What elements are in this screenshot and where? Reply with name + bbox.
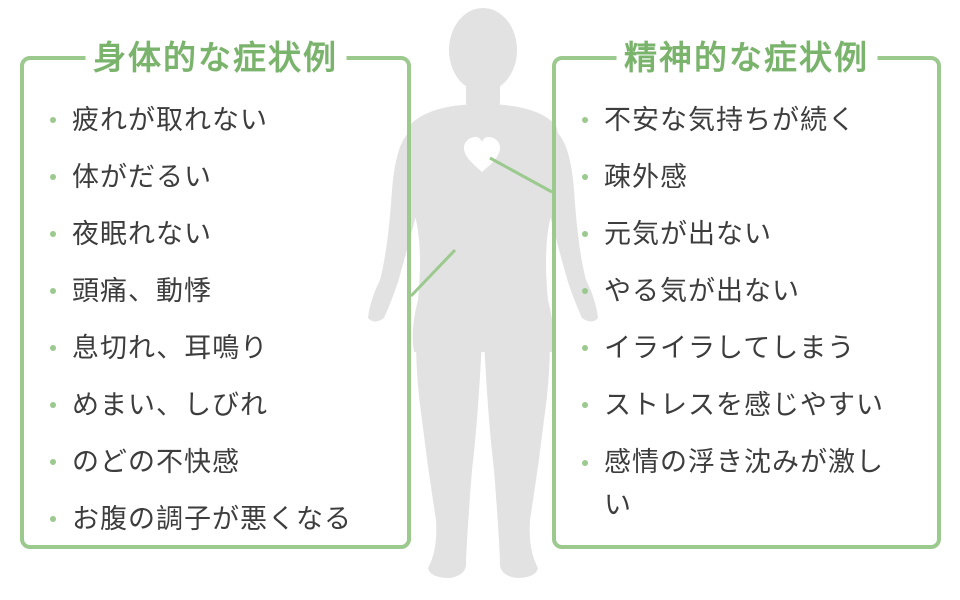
- list-item-label: 夜眠れない: [72, 219, 212, 250]
- connector-line-mental: [489, 156, 553, 194]
- list-item-label: イライラしてしまう: [604, 333, 856, 364]
- list-item-label: 疎外感: [604, 162, 688, 193]
- list-item: 不安な気持ちが続く: [578, 92, 927, 149]
- list-item: のどの不快感: [46, 434, 397, 491]
- bullet-dot-icon: [582, 117, 588, 123]
- list-item: 疲れが取れない: [46, 92, 397, 149]
- list-item-label: 疲れが取れない: [72, 105, 268, 136]
- bullet-dot-icon: [582, 174, 588, 180]
- bullet-dot-icon: [50, 345, 56, 351]
- list-item: 頭痛、動悸: [46, 263, 397, 320]
- list-item: 体がだるい: [46, 149, 397, 206]
- bullet-dot-icon: [50, 117, 56, 123]
- bullet-dot-icon: [50, 402, 56, 408]
- list-item: 息切れ、耳鳴り: [46, 320, 397, 377]
- bullet-dot-icon: [582, 288, 588, 294]
- heart-icon: [464, 137, 500, 172]
- list-item: 夜眠れない: [46, 206, 397, 263]
- list-item: 疎外感: [578, 149, 927, 206]
- list-item-label: のどの不快感: [72, 447, 240, 478]
- list-item: 感情の浮き沈みが激しい: [578, 434, 884, 527]
- list-item: ストレスを感じやすい: [578, 377, 927, 434]
- list-item-label: 息切れ、耳鳴り: [72, 333, 269, 364]
- list-item: 元気が出ない: [578, 206, 927, 263]
- bullet-dot-icon: [582, 460, 588, 466]
- physical-symptoms-list: 疲れが取れない 体がだるい 夜眠れない 頭痛、動悸 息切れ、耳鳴り めまい、しび…: [46, 92, 397, 548]
- bullet-dot-icon: [582, 345, 588, 351]
- physical-symptoms-panel: 身体的な症状例 疲れが取れない 体がだるい 夜眠れない 頭痛、動悸 息切れ、耳鳴…: [20, 32, 411, 549]
- bullet-dot-icon: [50, 516, 56, 522]
- list-item-label: 不安な気持ちが続く: [604, 105, 856, 136]
- list-item-label: めまい、しびれ: [72, 390, 268, 421]
- mental-symptoms-list: 不安な気持ちが続く 疎外感 元気が出ない やる気が出ない イライラしてしまう ス…: [578, 92, 927, 527]
- connector-line-physical: [409, 248, 457, 298]
- bullet-dot-icon: [50, 231, 56, 237]
- physical-symptoms-title: 身体的な症状例: [85, 32, 346, 84]
- bullet-dot-icon: [50, 288, 56, 294]
- list-item-label: 頭痛、動悸: [72, 276, 212, 307]
- list-item-label: 元気が出ない: [604, 219, 772, 250]
- list-item-label: ストレスを感じやすい: [604, 390, 884, 421]
- list-item: お腹の調子が悪くなる: [46, 491, 397, 548]
- list-item-label: やる気が出ない: [604, 276, 800, 307]
- list-item-label: 体がだるい: [72, 162, 212, 193]
- list-item-label: 感情の浮き沈みが激しい: [604, 447, 884, 521]
- bullet-dot-icon: [50, 174, 56, 180]
- list-item-label: お腹の調子が悪くなる: [72, 504, 352, 535]
- list-item: やる気が出ない: [578, 263, 927, 320]
- mental-symptoms-title: 精神的な症状例: [616, 32, 877, 84]
- bullet-dot-icon: [582, 402, 588, 408]
- list-item: めまい、しびれ: [46, 377, 397, 434]
- list-item: イライラしてしまう: [578, 320, 927, 377]
- mental-symptoms-panel: 精神的な症状例 不安な気持ちが続く 疎外感 元気が出ない やる気が出ない イライ…: [552, 32, 941, 549]
- bullet-dot-icon: [50, 459, 56, 465]
- bullet-dot-icon: [582, 231, 588, 237]
